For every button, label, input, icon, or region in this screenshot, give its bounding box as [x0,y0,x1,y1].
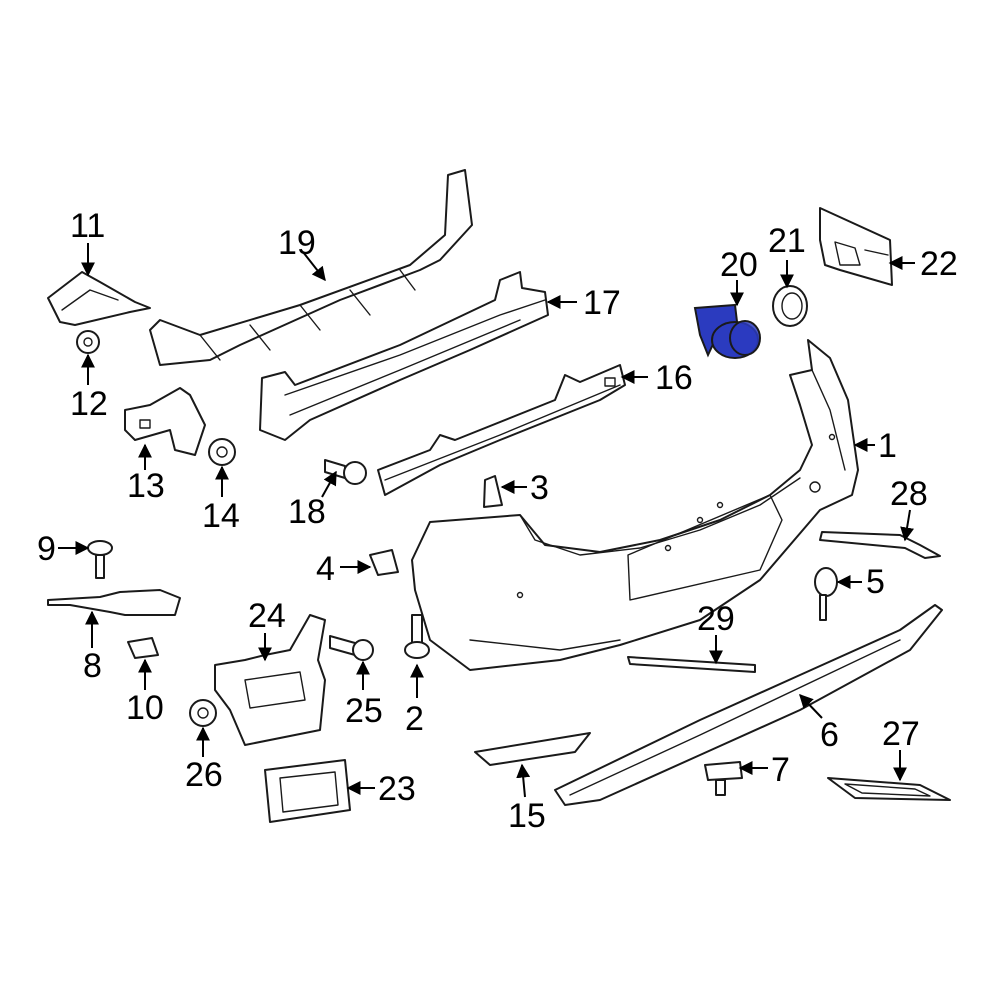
part-4-clip-nut[interactable] [369,549,399,576]
part-16-impact-bar[interactable] [377,364,626,496]
callout-20: 20 [720,246,758,284]
part-22-sensor-bracket[interactable] [819,207,893,286]
part-15-trim-panel[interactable] [474,732,591,766]
callout-5: 5 [866,563,885,601]
part-3-clip[interactable] [483,475,503,508]
leader-6 [799,693,823,719]
callout-10: 10 [126,689,164,727]
leader-19 [302,251,326,282]
part-20-parking-sensor[interactable] [693,303,761,359]
part-12-nut[interactable] [76,330,100,354]
callout-6: 6 [820,716,839,754]
callout-labels: 1 2 3 4 5 6 7 8 9 10 11 12 13 14 15 16 1… [37,207,958,835]
part-11-bracket[interactable] [47,271,151,326]
callout-11: 11 [70,207,105,245]
part-18-bolt[interactable] [324,459,367,485]
callout-9: 9 [37,530,56,568]
part-2-bolt[interactable] [404,614,430,659]
leader-15 [516,763,531,798]
callout-27: 27 [882,715,920,753]
part-5-cap[interactable] [814,567,838,621]
part-1-bumper-cover[interactable] [411,339,859,671]
callout-18: 18 [288,493,326,531]
callout-28: 28 [890,475,928,513]
callout-26: 26 [185,756,223,794]
callout-23: 23 [378,770,416,808]
callout-2: 2 [405,700,424,738]
callout-21: 21 [768,222,806,260]
callout-1: 1 [878,427,897,465]
callout-24: 24 [248,597,286,635]
part-29-molding[interactable] [627,656,756,673]
part-25-bolt[interactable] [329,635,374,661]
callout-4: 4 [316,550,335,588]
callout-7: 7 [771,751,790,789]
leader-28 [900,509,914,542]
part-7-clip[interactable] [704,761,743,796]
part-27-reflector-frame[interactable] [827,777,951,801]
part-14-nut[interactable] [208,438,236,466]
callout-29: 29 [697,600,735,638]
part-6-diffuser[interactable] [554,604,943,806]
leader-lines [58,243,915,798]
callout-16: 16 [655,359,693,397]
callout-15: 15 [508,797,546,835]
callout-8: 8 [83,647,102,685]
part-10-clip-nut[interactable] [127,637,159,659]
part-28-trim-strip[interactable] [819,531,941,559]
part-26-nut[interactable] [189,699,217,727]
part-17-reinforcement[interactable] [259,271,549,441]
leader-18 [321,470,337,498]
callout-17: 17 [583,284,621,322]
callout-19: 19 [278,224,316,262]
callout-22: 22 [920,245,958,283]
callout-13: 13 [127,467,165,505]
callout-25: 25 [345,692,383,730]
part-23-radar-bracket[interactable] [264,759,351,823]
part-13-side-bracket[interactable] [124,387,206,456]
callout-3: 3 [530,469,549,507]
part-9-screw[interactable] [87,540,113,579]
part-19-upper-absorber[interactable] [149,169,473,366]
part-21-sensor-ring[interactable] [772,285,808,327]
part-8-lower-bracket[interactable] [47,589,181,616]
callout-12: 12 [70,385,108,423]
callout-14: 14 [202,497,240,535]
